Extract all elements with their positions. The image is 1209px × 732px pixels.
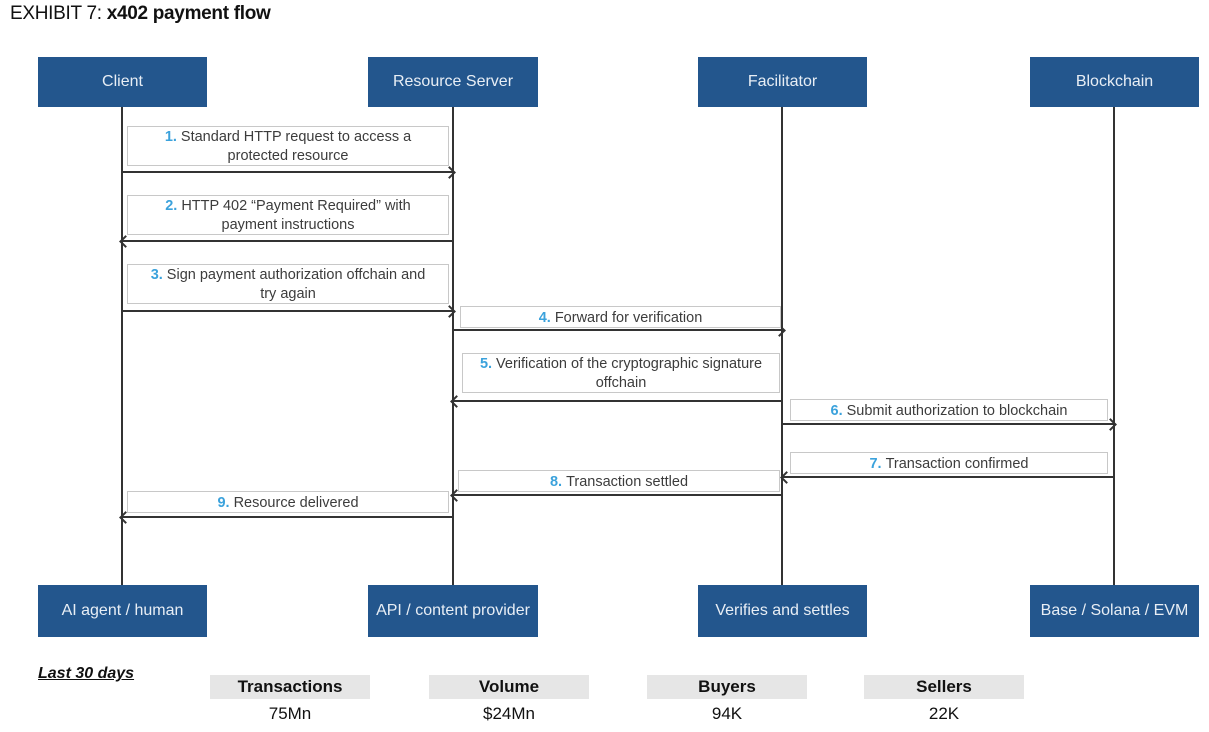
message-text-8: Transaction settled <box>566 474 689 490</box>
lifeline-resource-server <box>452 107 454 585</box>
message-label-6: 6.Submit authorization to blockchain <box>790 399 1108 421</box>
step-number-9: 9. <box>217 495 230 511</box>
message-text-1: Standard HTTP request to access a protec… <box>180 129 412 164</box>
role-box-ai-agent-human: AI agent / human <box>38 585 207 637</box>
step-number-2: 2. <box>165 198 178 214</box>
message-text-4: Forward for verification <box>554 310 703 326</box>
lifeline-client <box>121 107 123 585</box>
step-number-5: 5. <box>479 356 493 372</box>
exhibit-title-name: x402 payment flow <box>106 3 271 24</box>
arrow-9-resource-server-to-client <box>119 511 453 524</box>
message-label-5: 5.Verification of the cryptographic sign… <box>462 353 780 393</box>
step-number-8: 8. <box>549 474 563 490</box>
step-number-1: 1. <box>164 129 177 145</box>
stats-period-label: Last 30 days <box>38 665 135 682</box>
exhibit-title: EXHIBIT 7:x402 payment flow <box>10 3 271 25</box>
actor-box-client: Client <box>38 57 207 107</box>
message-label-3: 3.Sign payment authorization offchain an… <box>127 264 449 304</box>
message-text-2: HTTP 402 “Payment Required” with payment… <box>181 198 411 233</box>
message-label-7: 7.Transaction confirmed <box>790 452 1108 474</box>
arrow-6-facilitator-to-blockchain <box>783 418 1117 431</box>
stat-volume: Volume $24Mn <box>429 675 589 724</box>
message-label-8: 8.Transaction settled <box>458 470 780 492</box>
stat-sellers: Sellers 22K <box>864 675 1024 724</box>
stat-header-transactions: Transactions <box>210 675 370 699</box>
message-text-9: Resource delivered <box>233 495 359 511</box>
message-text-3: Sign payment authorization offchain and … <box>166 267 426 302</box>
actor-box-facilitator: Facilitator <box>698 57 867 107</box>
actor-box-blockchain: Blockchain <box>1030 57 1199 107</box>
step-number-7: 7. <box>869 456 882 472</box>
arrow-1-client-to-resource-server <box>122 166 456 179</box>
message-label-4: 4.Forward for verification <box>460 306 781 328</box>
message-text-6: Submit authorization to blockchain <box>846 403 1068 419</box>
stat-header-sellers: Sellers <box>864 675 1024 699</box>
exhibit-title-prefix: EXHIBIT 7: <box>10 3 102 24</box>
role-box-api-content-provider: API / content provider <box>368 585 538 637</box>
arrow-4-resource-server-to-facilitator <box>453 324 786 337</box>
role-box-base-solana-evm: Base / Solana / EVM <box>1030 585 1199 637</box>
stat-header-volume: Volume <box>429 675 589 699</box>
lifeline-facilitator <box>781 107 783 585</box>
message-label-9: 9.Resource delivered <box>127 491 449 513</box>
arrow-7-blockchain-to-facilitator <box>780 471 1114 484</box>
arrow-2-resource-server-to-client <box>119 235 453 248</box>
stat-value-volume: $24Mn <box>483 704 535 723</box>
stat-buyers: Buyers 94K <box>647 675 807 724</box>
message-text-5: Verification of the cryptographic signat… <box>496 356 763 391</box>
arrow-3-client-to-resource-server <box>122 305 456 318</box>
arrow-5-facilitator-to-resource-server <box>450 395 783 408</box>
message-label-2: 2.HTTP 402 “Payment Required” with payme… <box>127 195 449 235</box>
stat-transactions: Transactions 75Mn <box>210 675 370 724</box>
step-number-4: 4. <box>538 310 551 326</box>
actor-box-resource-server: Resource Server <box>368 57 538 107</box>
message-text-7: Transaction confirmed <box>885 456 1029 472</box>
stat-value-buyers: 94K <box>711 704 743 723</box>
step-number-6: 6. <box>830 403 843 419</box>
arrow-8-facilitator-to-resource-server <box>450 489 783 502</box>
stat-header-buyers: Buyers <box>647 675 807 699</box>
message-label-1: 1.Standard HTTP request to access a prot… <box>127 126 449 166</box>
role-box-verifies-and-settles: Verifies and settles <box>698 585 867 637</box>
stat-value-sellers: 22K <box>928 704 960 723</box>
step-number-3: 3. <box>150 267 163 283</box>
stat-value-transactions: 75Mn <box>268 704 312 723</box>
lifeline-blockchain <box>1113 107 1115 585</box>
